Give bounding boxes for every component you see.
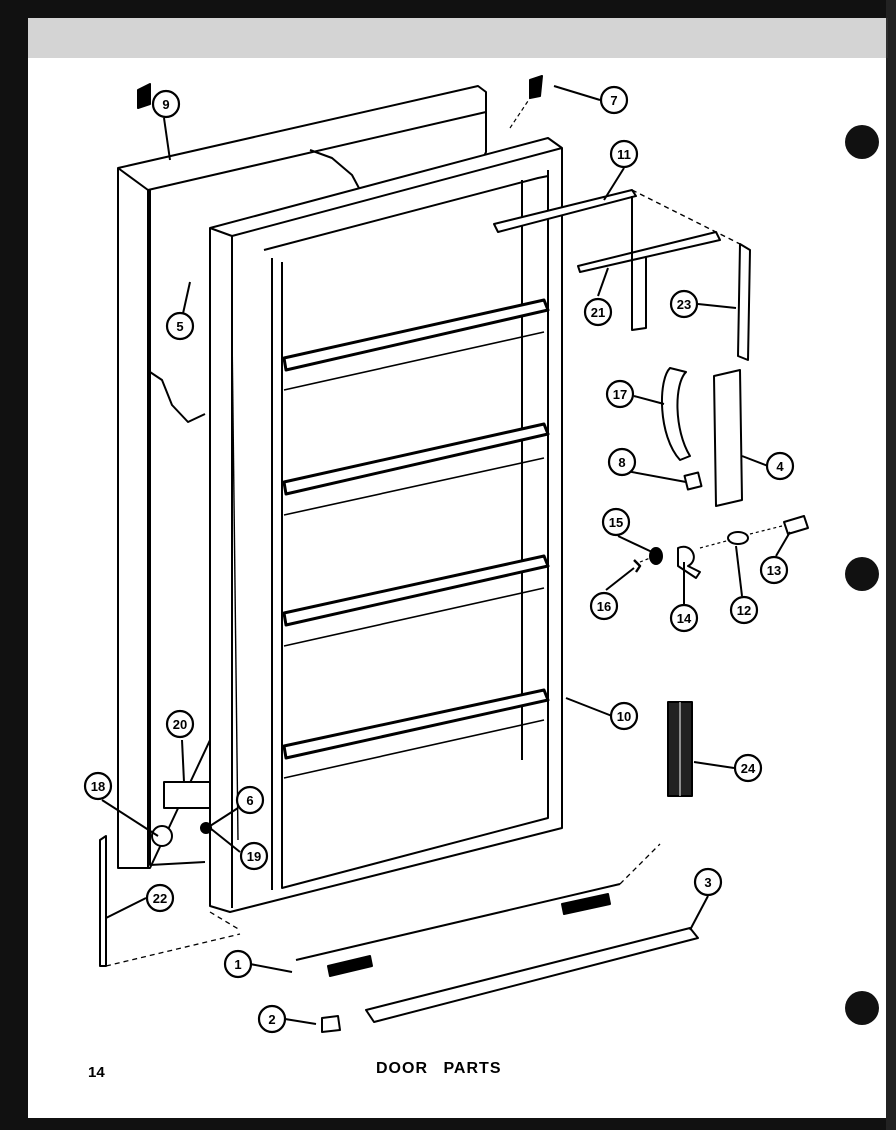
callout-12: 12 bbox=[729, 595, 759, 625]
magnetic-gasket-sample bbox=[667, 701, 693, 797]
door-shelves bbox=[282, 298, 550, 779]
diagram-title: DOOR PARTS bbox=[376, 1060, 502, 1077]
svg-text:23: 23 bbox=[677, 297, 691, 312]
callout-2: 2 bbox=[257, 1004, 287, 1034]
svg-text:3: 3 bbox=[704, 875, 711, 890]
callout-15: 15 bbox=[601, 507, 631, 537]
callout-19: 19 bbox=[239, 841, 269, 871]
binder-hole-punches bbox=[845, 125, 879, 1025]
svg-text:11: 11 bbox=[617, 147, 631, 162]
svg-text:7: 7 bbox=[610, 93, 617, 108]
callout-3: 3 bbox=[693, 867, 723, 897]
svg-text:16: 16 bbox=[597, 599, 611, 614]
callout-16: 16 bbox=[589, 591, 619, 621]
svg-text:2: 2 bbox=[268, 1012, 275, 1027]
door-handle-assembly bbox=[661, 367, 743, 507]
svg-text:17: 17 bbox=[613, 387, 627, 402]
callout-20: 20 bbox=[165, 709, 195, 739]
svg-text:18: 18 bbox=[91, 779, 105, 794]
callout-11: 11 bbox=[609, 139, 639, 169]
svg-text:10: 10 bbox=[617, 709, 631, 724]
svg-text:14: 14 bbox=[677, 611, 692, 626]
callout-24: 24 bbox=[733, 753, 763, 783]
callout-22: 22 bbox=[145, 883, 175, 913]
svg-text:1: 1 bbox=[234, 957, 241, 972]
callout-8: 8 bbox=[607, 447, 637, 477]
callout-7: 7 bbox=[599, 85, 629, 115]
svg-text:9: 9 bbox=[162, 97, 169, 112]
callout-17: 17 bbox=[605, 379, 635, 409]
hinge-rail-assembly bbox=[493, 189, 751, 361]
lower-hinge-and-switch bbox=[99, 781, 241, 967]
svg-text:15: 15 bbox=[609, 515, 623, 530]
callout-1: 1 bbox=[223, 949, 253, 979]
callout-leaders bbox=[101, 85, 791, 1025]
callout-13: 13 bbox=[759, 555, 789, 585]
svg-text:22: 22 bbox=[153, 891, 167, 906]
callout-23: 23 bbox=[669, 289, 699, 319]
svg-text:13: 13 bbox=[767, 563, 781, 578]
callout-4: 4 bbox=[765, 451, 795, 481]
callout-6: 6 bbox=[235, 785, 265, 815]
top-brackets bbox=[137, 75, 543, 129]
svg-text:12: 12 bbox=[737, 603, 751, 618]
svg-text:19: 19 bbox=[247, 849, 261, 864]
callout-14: 14 bbox=[669, 603, 699, 633]
svg-text:24: 24 bbox=[741, 761, 756, 776]
page-number: 14 bbox=[88, 1064, 105, 1081]
inner-door-liner bbox=[209, 137, 563, 913]
callout-10: 10 bbox=[609, 701, 639, 731]
svg-text:20: 20 bbox=[173, 717, 187, 732]
callout-18: 18 bbox=[83, 771, 113, 801]
svg-text:4: 4 bbox=[776, 459, 784, 474]
callout-21: 21 bbox=[583, 297, 613, 327]
svg-text:21: 21 bbox=[591, 305, 605, 320]
callout-9: 9 bbox=[151, 89, 181, 119]
svg-text:6: 6 bbox=[246, 793, 253, 808]
svg-text:5: 5 bbox=[176, 319, 183, 334]
callouts: 1 2 3 4 5 6 7 8 9 10 11 12 13 14 15 16 1… bbox=[83, 85, 795, 1034]
svg-text:8: 8 bbox=[618, 455, 625, 470]
lock-assembly bbox=[633, 515, 809, 579]
callout-5: 5 bbox=[165, 311, 195, 341]
bottom-rod-and-trim bbox=[295, 843, 699, 1033]
